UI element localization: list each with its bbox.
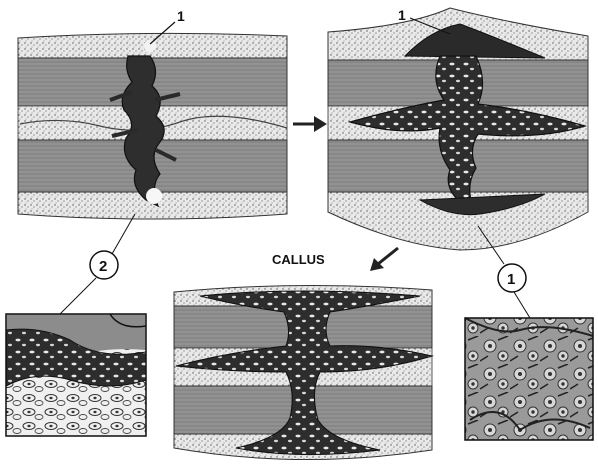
inset-bone-tissue xyxy=(6,314,146,436)
marker-1-top-left-label: 1 xyxy=(177,8,185,24)
inset-cartilage-tissue xyxy=(465,318,593,440)
callus-label: CALLUS xyxy=(272,252,325,267)
panel-callus-formation xyxy=(328,8,588,250)
circle-marker-2: 2 xyxy=(56,214,135,318)
panel-healed-callus xyxy=(174,285,432,459)
circle-marker-1-label: 1 xyxy=(507,271,515,288)
marker-1-top-right-label: 1 xyxy=(398,7,406,23)
arrow-down-left-icon xyxy=(370,248,398,271)
circle-marker-2-label: 2 xyxy=(99,258,107,275)
panel-initial-fracture xyxy=(18,33,287,219)
arrow-right-icon xyxy=(293,116,327,132)
